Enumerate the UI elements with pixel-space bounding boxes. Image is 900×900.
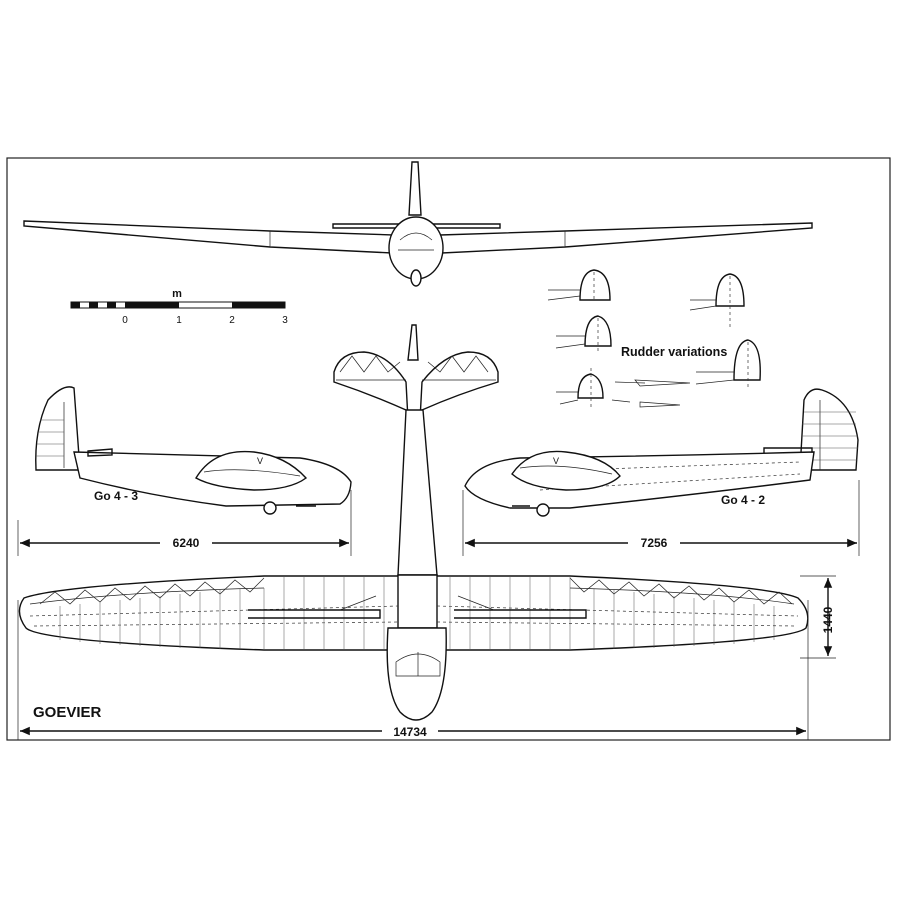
scale-tick-0: 0 [122, 315, 128, 326]
span-dimension: 14734 [17, 600, 809, 740]
dim-wing-chord: 1440 [821, 606, 835, 633]
rudder-variations-label: Rudder variations [621, 345, 727, 359]
scale-tick-2: 2 [229, 315, 235, 326]
length-dimensions: 6240 7256 [17, 480, 860, 556]
side-view-go43: V Go 4 - 3 [35, 386, 352, 515]
scale-tick-1: 1 [176, 315, 182, 326]
fuselage-plan-view [397, 409, 438, 576]
label-go43: Go 4 - 3 [94, 489, 138, 503]
chord-dimension: 1440 [800, 575, 836, 659]
aircraft-name: GOEVIER [33, 704, 102, 721]
svg-text:V: V [553, 456, 559, 466]
dim-wingspan: 14734 [393, 725, 427, 739]
tailplane-plan-view [333, 324, 499, 421]
front-view [23, 161, 813, 287]
label-go42: Go 4 - 2 [721, 493, 765, 507]
scale-tick-3: 3 [282, 315, 288, 326]
scale-unit-label: m [172, 288, 182, 300]
dim-length-go43: 6240 [173, 536, 200, 550]
wing-plan-view [18, 574, 809, 721]
rudder-variations: Rudder variations [547, 269, 761, 410]
drawing-frame [6, 157, 891, 741]
side-view-go42: V Go 4 - 2 [464, 388, 859, 517]
scale-bar: m 0 1 2 3 [70, 288, 288, 326]
svg-text:V: V [257, 456, 263, 466]
dim-length-go42: 7256 [641, 536, 668, 550]
